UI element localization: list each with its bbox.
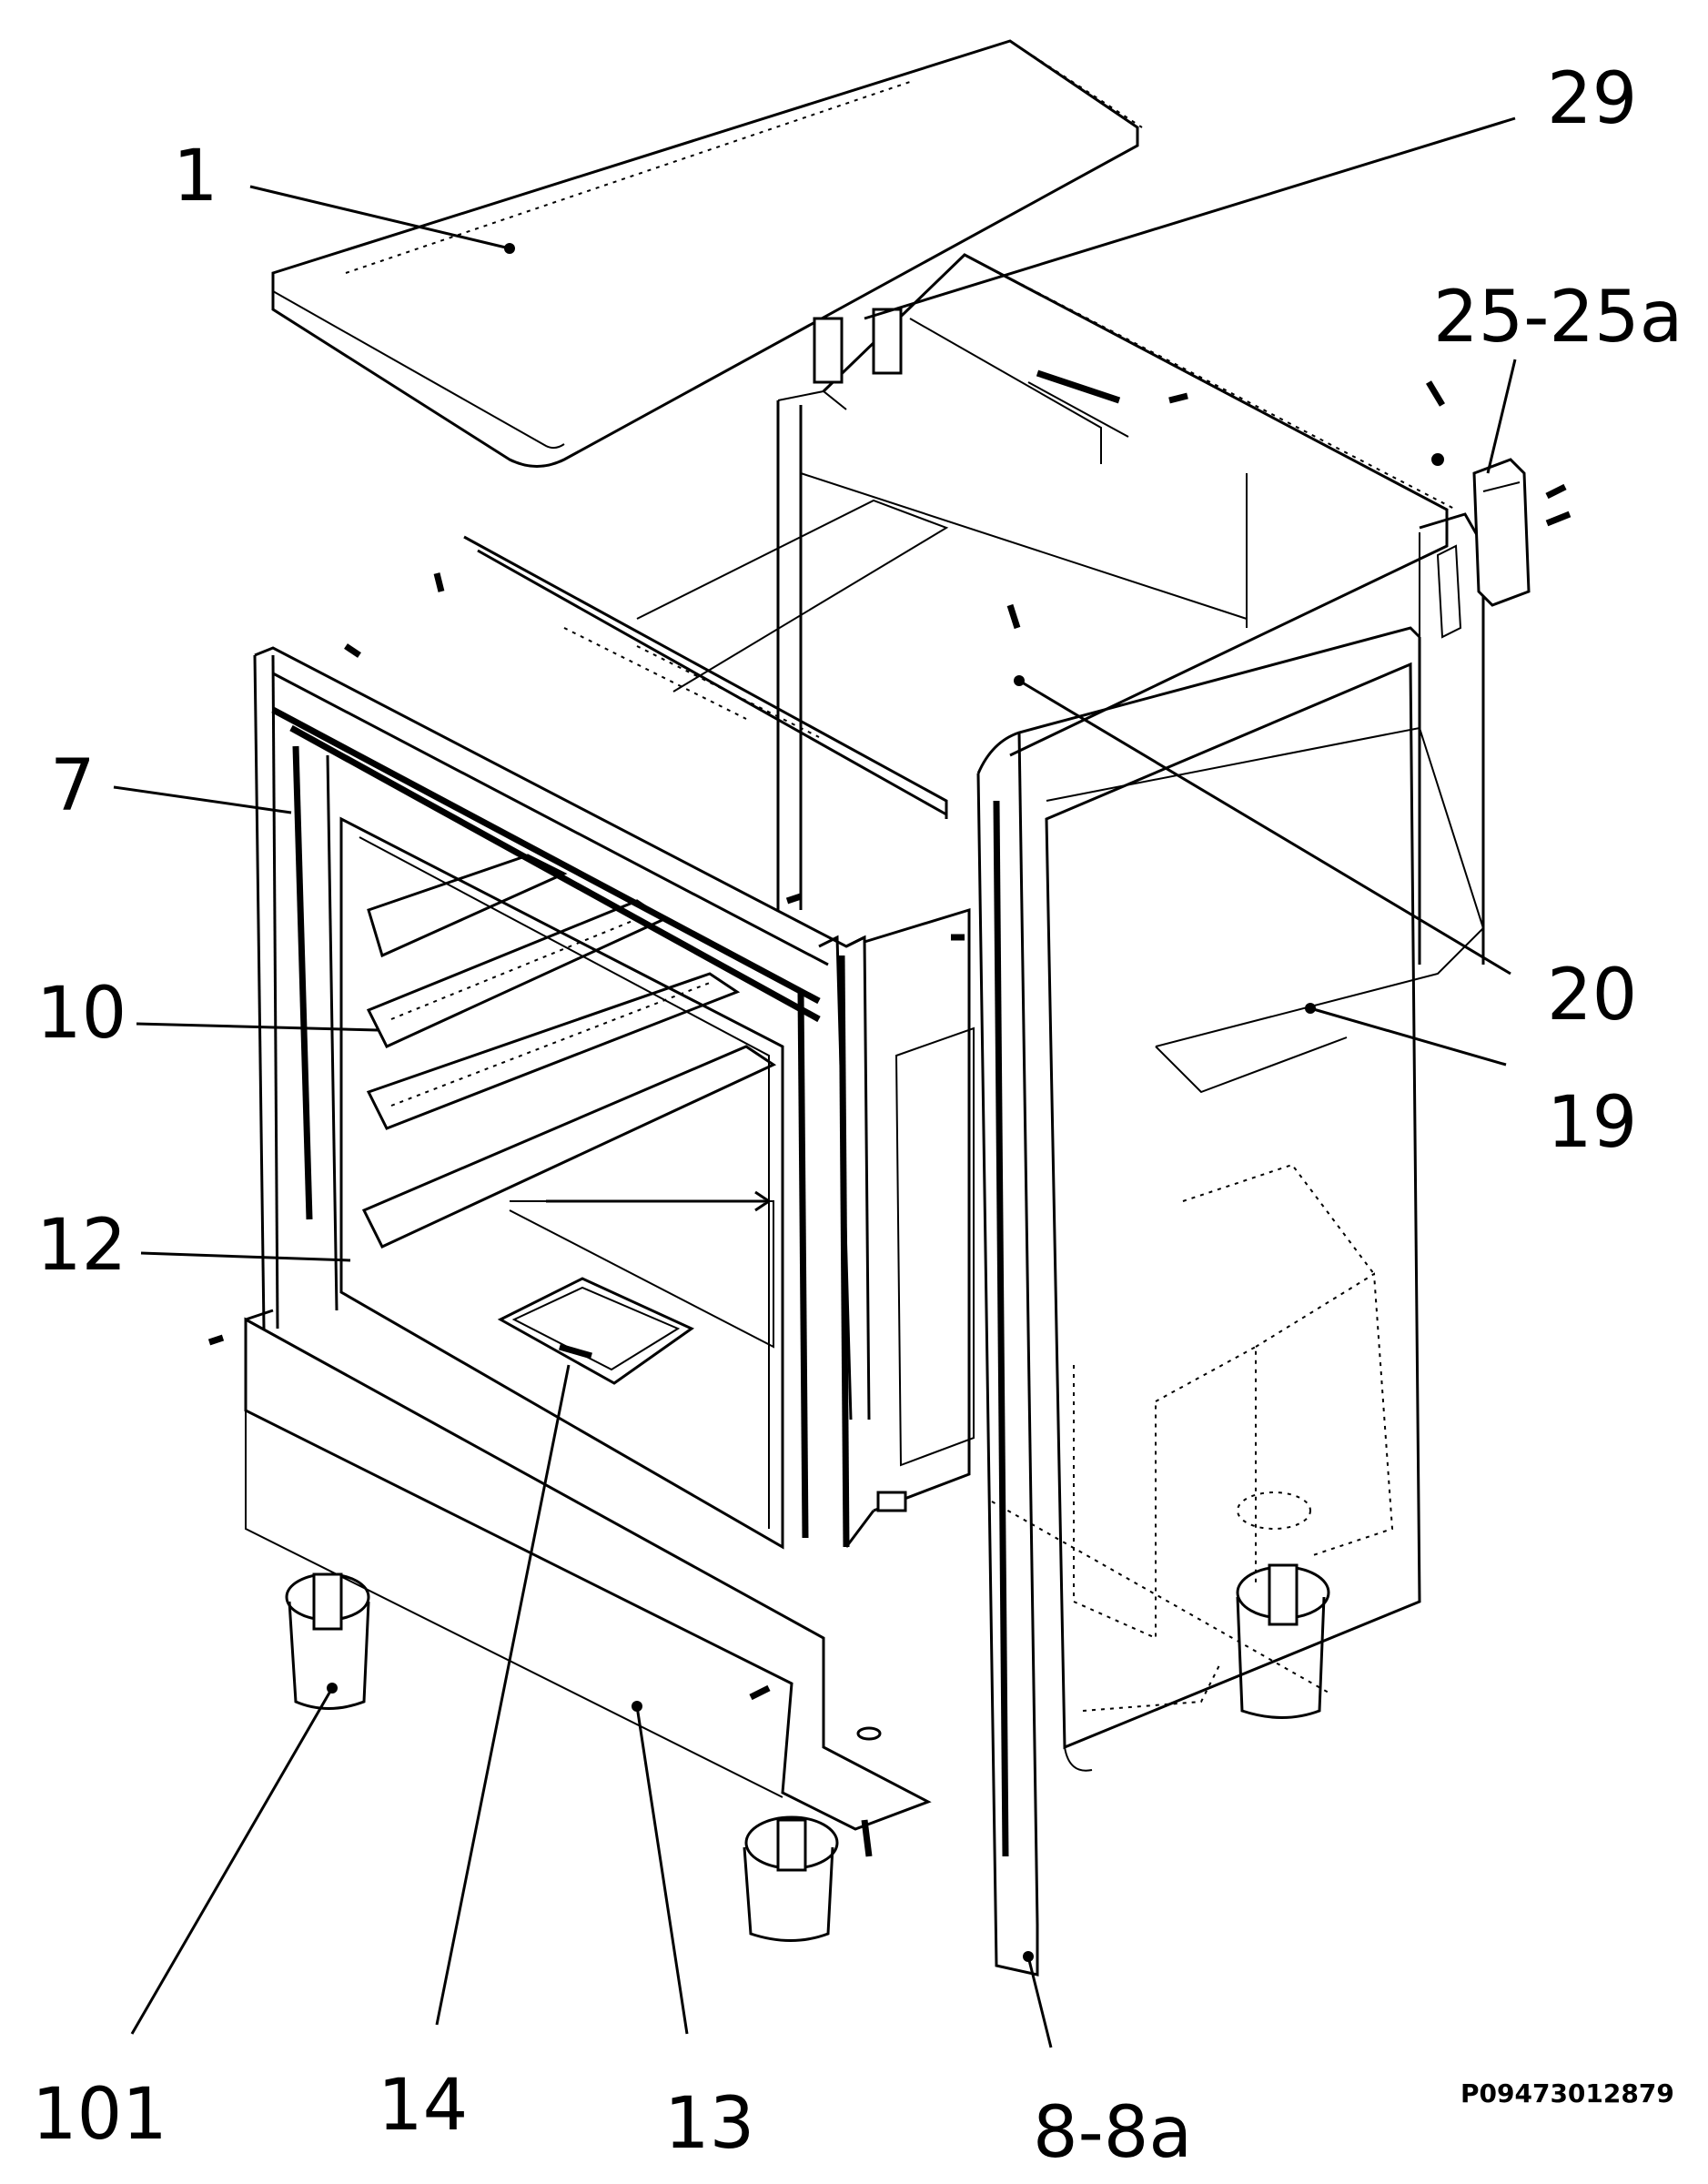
rack-rails [361,854,777,1249]
callout-29: 29 [1547,58,1637,140]
callout-8-8a: 8-8a [1033,2092,1192,2174]
callout-14: 14 [378,2065,468,2147]
drawing-code: P09473012879 [1460,2078,1674,2108]
cabinet-frame [463,253,1485,965]
callout-20: 20 [1547,955,1637,1036]
side-panel [1046,637,1485,1094]
callout-1: 1 [173,136,218,217]
callout-12: 12 [36,1205,126,1287]
cavity-floor [497,1190,774,1385]
rear-components [991,1163,1394,1712]
callout-7: 7 [50,745,96,827]
adjustable-feet [285,1563,1330,1942]
front-frame [253,646,975,1550]
worktop-part [271,39,1143,468]
callout-19: 19 [1547,1082,1637,1164]
leader-lines [113,116,1517,2048]
callout-25-25a: 25-25a [1433,277,1683,359]
door-part [976,626,1421,1977]
callout-10: 10 [36,973,126,1055]
hinge-part [1436,458,1572,639]
plinth-panel [244,1309,932,1831]
fasteners [207,380,1446,1857]
callout-101: 101 [32,2074,167,2156]
callout-labels: 1 29 25-25a 7 10 20 19 12 101 14 13 8-8a… [32,58,1683,2174]
callout-13: 13 [664,2083,754,2165]
